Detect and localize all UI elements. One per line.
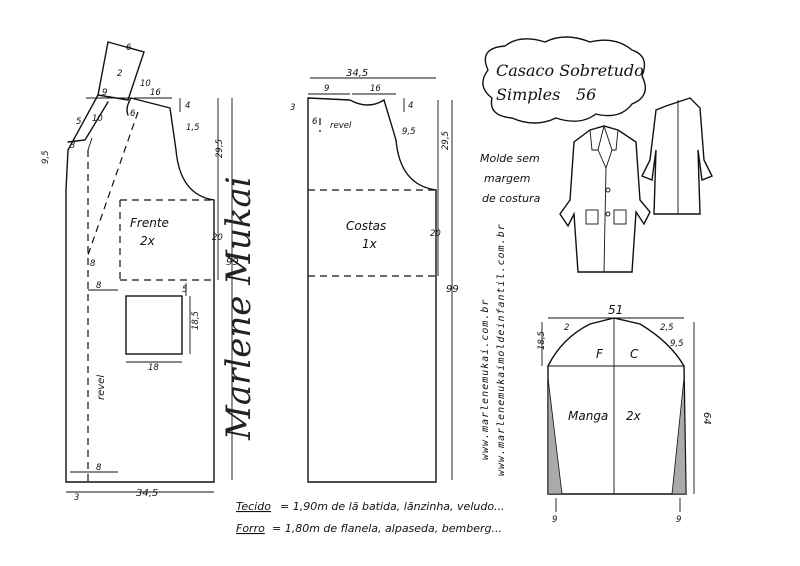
cloud-outline [482, 36, 646, 124]
title-line1: Casaco Sobretudo [496, 61, 644, 80]
sleeve-outline [547, 317, 687, 495]
front-piece: Frente 2x revel 6 2 10 10 9 16 4 1,5 5 6… [41, 41, 239, 503]
dim-back-total: 99 [446, 284, 459, 295]
dim-sleeve-back-curve2: 9,5 [670, 339, 684, 349]
sleeve-label: Manga [568, 409, 608, 423]
dim-collar-neck: 10 [92, 114, 103, 124]
sleeve-piece: 51 18,5 2 2,5 9,5 64 9 9 F C Manga 2x [537, 303, 712, 525]
front-pocket [125, 295, 183, 355]
dim-collar-w: 6 [126, 43, 132, 53]
dim-pocket-top: 5 [182, 285, 187, 295]
back-label: Costas [346, 219, 386, 233]
dim-hem-8: 8 [96, 463, 102, 473]
dim-lapel: 8 [96, 281, 102, 291]
front-label: Frente [130, 216, 169, 230]
dim-back-width: 34,5 [346, 68, 368, 79]
dim-sleeve-hem-right: 9 [676, 515, 681, 525]
dim-sleeve-hem-left: 9 [552, 515, 557, 525]
dim-button: 8 [90, 259, 96, 269]
lining-label: Forro [236, 522, 265, 535]
sleeve-back-mark: C [630, 347, 639, 361]
note-line3: de costura [482, 192, 541, 205]
sleeve-left-hatch [547, 377, 563, 495]
title-number: 56 [576, 85, 596, 104]
dim-back-neck-w: 9 [324, 84, 329, 94]
back-outline [307, 97, 437, 483]
dim-hem-3: 3 [74, 493, 79, 503]
signature: Marlene Mukai [219, 176, 259, 441]
dim-sleeve-length: 64 [701, 412, 712, 425]
back-qty: 1x [362, 237, 378, 251]
dim-pocket-w: 18 [148, 363, 159, 373]
coat-back-illustration [641, 97, 713, 215]
sleeve-qty: 2x [626, 409, 642, 423]
sleeve-front-mark: F [596, 347, 604, 361]
fabric-text: = 1,90m de lã batida, lãnzinha, veludo..… [280, 500, 505, 513]
dim-side: 9,5 [41, 150, 51, 164]
dim-shoulder-drop: 1,5 [186, 123, 200, 133]
dim-back-neck-depth: 6 [312, 117, 318, 127]
coat-front-illustration [559, 125, 651, 273]
dim-back-neck-drop: 4 [408, 101, 413, 111]
dim-neck-w: 9 [102, 88, 107, 98]
note-line1: Molde sem [480, 152, 540, 165]
dim-back-armhole-curve: 9,5 [402, 127, 416, 137]
dim-shoulder: 16 [150, 88, 161, 98]
dim-back-armhole: 29,5 [441, 131, 451, 150]
dim-sleeve-back-curve: 2,5 [660, 323, 674, 333]
front-fold-label: revel [96, 375, 107, 400]
dim-back-waist: 20 [430, 229, 441, 239]
back-piece: Costas 1x revel 34,5 9 16 3 6 4 9,5 29,5… [290, 68, 459, 483]
dim-armhole: 29,5 [215, 139, 225, 158]
dim-waist: 20 [212, 233, 223, 243]
title-cloud: Casaco Sobretudo Simples 56 [482, 36, 646, 124]
dim-sleeve-front-curve: 2 [564, 323, 569, 333]
url-1: www.marlenemukai.com.br [480, 299, 491, 460]
dim-left-5: 5 [76, 117, 81, 127]
dim-front-width: 34,5 [136, 488, 158, 499]
sleeve-right-hatch [671, 377, 687, 495]
front-collar [97, 41, 145, 101]
fabric-label: Tecido [236, 500, 271, 513]
dim-left-3: 3 [70, 141, 75, 151]
dim-back-shoulder: 16 [370, 84, 381, 94]
dim-sleeve-cap: 18,5 [537, 331, 547, 350]
back-fold-label: revel [330, 121, 352, 131]
dim-neck-drop: 4 [185, 101, 190, 111]
front-qty: 2x [140, 234, 156, 248]
materials: Tecido = 1,90m de lã batida, lãnzinha, v… [236, 500, 505, 535]
url-2: www.marlenemukaimoldeinfantil.com.br [496, 223, 507, 476]
dim-collar-h: 2 [117, 69, 122, 79]
dim-total: 99 [226, 257, 239, 268]
dim-pocket-h: 18,5 [191, 311, 201, 330]
dim-left-6: 6 [130, 109, 136, 119]
note-line2: margem [484, 172, 530, 185]
front-outline [65, 94, 215, 483]
lining-text: = 1,80m de flanela, alpaseda, bemberg... [272, 522, 502, 535]
dim-collar-side: 10 [140, 79, 151, 89]
dim-back-neck-left: 3 [290, 103, 295, 113]
title-line2: Simples [496, 85, 560, 104]
dim-sleeve-width: 51 [608, 303, 623, 317]
